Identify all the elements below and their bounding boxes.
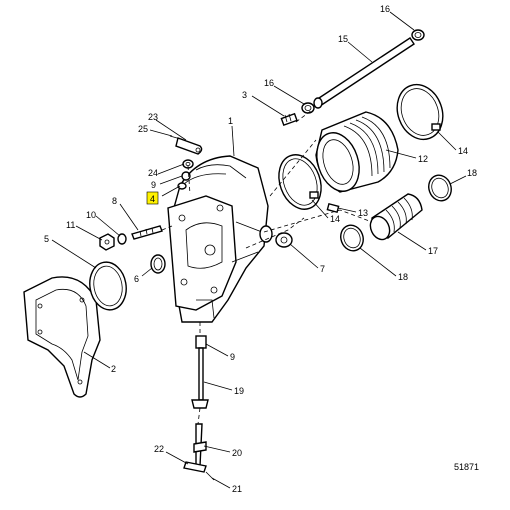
callout-12: 12 [418, 154, 428, 164]
callout-4: 4 [150, 194, 155, 204]
callout-9-lower: 9 [230, 352, 235, 362]
callout-14-lower: 14 [330, 214, 340, 224]
part-7-washer [275, 232, 293, 248]
callout-20: 20 [232, 448, 242, 458]
callout-19: 19 [234, 386, 244, 396]
part-5-o-ring [89, 261, 127, 311]
assembly-line-13 [263, 209, 373, 233]
callout-16-top: 16 [380, 4, 390, 14]
callout-21: 21 [232, 484, 242, 494]
part-14-clamp-upper [396, 83, 444, 141]
part-11-nut [99, 233, 115, 251]
callout-18-upper: 18 [467, 168, 477, 178]
part-17-small-bellows [369, 193, 423, 241]
callout-4-highlight [146, 191, 159, 205]
callout-7: 7 [320, 264, 325, 274]
callout-3: 3 [242, 90, 247, 100]
callout-10: 10 [86, 210, 96, 220]
callout-labels: 1 2 3 4 5 6 7 8 9 9 10 11 12 13 14 14 15… [44, 4, 477, 494]
callout-1: 1 [228, 116, 233, 126]
callout-2: 2 [111, 364, 116, 374]
part-2-gasket [23, 276, 101, 398]
part-3-fitting [280, 112, 298, 127]
leader-lines [51, 11, 467, 489]
callout-23: 23 [148, 112, 158, 122]
callout-11: 11 [66, 220, 75, 230]
callout-22: 22 [154, 444, 164, 454]
assembly-line-3 [269, 139, 317, 197]
part-25-pin [169, 135, 185, 141]
part-1-gimbal-housing [167, 155, 273, 323]
part-4-washer [177, 182, 187, 190]
part-19-shift-rod [191, 347, 209, 409]
callout-17: 17 [428, 246, 438, 256]
callout-14-upper: 14 [458, 146, 468, 156]
part-22-lever [183, 461, 207, 473]
callout-16-lower: 16 [264, 78, 274, 88]
part-12-bellows [315, 111, 399, 193]
part-13-fitting [326, 202, 340, 214]
callout-6: 6 [134, 274, 139, 284]
part-20-shift-shaft [193, 423, 207, 467]
callout-9-upper: 9 [151, 180, 156, 190]
callout-24: 24 [148, 168, 158, 178]
callout-18-lower: 18 [398, 272, 408, 282]
figure-number: 51871 [454, 462, 479, 472]
part-16-clamp-top [411, 29, 425, 41]
part-15-hose [313, 37, 415, 109]
callout-25: 25 [138, 124, 148, 134]
assembly-line-16 [295, 109, 313, 123]
part-9-nut-lower [195, 335, 207, 349]
assembly-line-8 [161, 225, 173, 231]
part-6-small-o-ring [150, 254, 166, 274]
part-14-clamp-lower [278, 154, 322, 210]
part-16-clamp-lower [301, 102, 315, 114]
part-23-clip [175, 137, 203, 155]
callout-13: 13 [358, 208, 368, 218]
part-8-stud [131, 225, 163, 240]
callout-8: 8 [112, 196, 117, 206]
part-18-clamp-upper [428, 174, 452, 202]
assembly-line-19 [197, 407, 201, 425]
assembly-line-24 [187, 165, 191, 195]
part-18-clamp-lower [340, 224, 364, 252]
part-10-washer [117, 233, 127, 245]
callout-15: 15 [338, 34, 348, 44]
callout-5: 5 [44, 234, 49, 244]
